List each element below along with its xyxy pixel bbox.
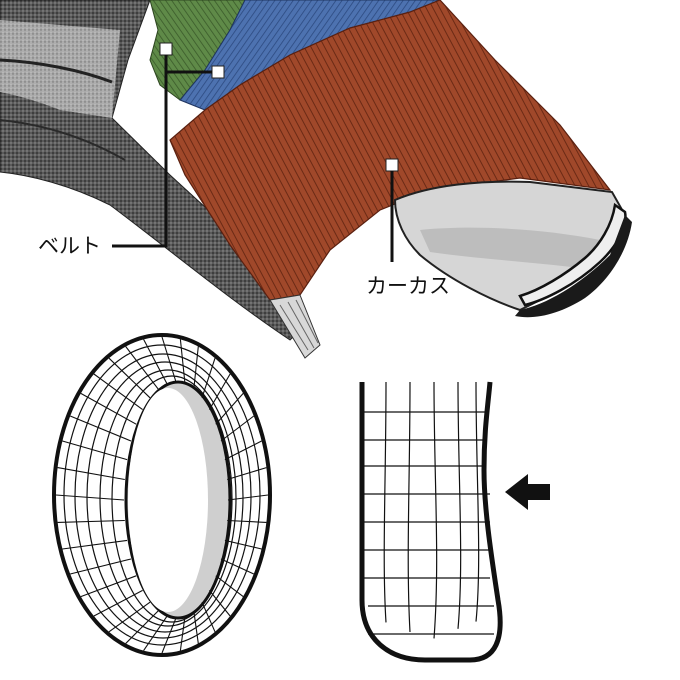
ring-spoke bbox=[125, 610, 159, 644]
ring-spoke bbox=[108, 357, 151, 399]
ply-cut-edge-lines bbox=[279, 299, 319, 351]
belt-label: ベルト bbox=[38, 234, 101, 258]
ring-spoke bbox=[224, 440, 262, 461]
tire-cutaway bbox=[0, 0, 632, 359]
ring-spoke bbox=[93, 589, 143, 617]
carcass-marker bbox=[385, 158, 399, 172]
tire-ring-wireframe bbox=[52, 333, 272, 657]
ring-spoke bbox=[215, 393, 244, 425]
section-grid bbox=[364, 381, 494, 639]
ring-spoke bbox=[208, 590, 231, 617]
ring-spoke bbox=[93, 373, 143, 411]
ring-spoke bbox=[57, 519, 125, 523]
ring-spoke bbox=[108, 601, 151, 633]
ring-spoke bbox=[125, 346, 159, 390]
ring-spoke bbox=[55, 494, 125, 501]
ring-spoke bbox=[179, 616, 186, 651]
ring-spokes bbox=[55, 336, 269, 654]
carcass-label: カーカス bbox=[366, 274, 450, 298]
ring-spoke bbox=[224, 539, 262, 550]
ring-spoke bbox=[57, 467, 125, 481]
ring-spoke bbox=[161, 617, 177, 654]
sidewall-cross-section bbox=[359, 381, 503, 663]
ring-spoke bbox=[143, 339, 168, 385]
section-grid-vertical bbox=[383, 381, 387, 623]
inner-liner-shade bbox=[420, 227, 600, 268]
ring-spoke bbox=[179, 339, 186, 384]
ring-spoke bbox=[80, 392, 137, 425]
ring-spoke bbox=[227, 519, 267, 523]
ring-spoke bbox=[193, 610, 199, 644]
ring-spoke bbox=[220, 415, 255, 442]
ring-spoke bbox=[193, 346, 199, 390]
ring-spoke bbox=[201, 601, 216, 633]
ring-spoke bbox=[215, 575, 244, 598]
ring-spoke bbox=[208, 373, 231, 410]
ply-cut-edge bbox=[269, 294, 321, 359]
ring-spoke bbox=[227, 494, 269, 501]
ring-spoke bbox=[80, 575, 137, 598]
ring-spoke bbox=[220, 558, 255, 575]
belt-marker-1 bbox=[159, 42, 173, 56]
ring-spoke bbox=[62, 440, 128, 461]
belt-leader-line bbox=[112, 55, 212, 248]
ring-spoke bbox=[227, 467, 267, 481]
section-grid-vertical bbox=[433, 381, 438, 639]
ring-spoke bbox=[201, 358, 216, 398]
callout-carcass bbox=[385, 158, 399, 262]
sidewall-groove bbox=[0, 58, 113, 84]
callout-belt bbox=[112, 42, 225, 248]
bead-rim bbox=[515, 215, 632, 318]
section-grid-vertical bbox=[475, 381, 480, 622]
section-outline bbox=[359, 381, 503, 663]
bead-edge bbox=[518, 202, 627, 307]
ring-spoke bbox=[161, 336, 177, 383]
pressure-arrow-icon bbox=[505, 474, 550, 510]
section-grid-vertical bbox=[407, 381, 411, 633]
sidewall-groove-2 bbox=[0, 119, 126, 161]
ring-spoke bbox=[69, 415, 132, 442]
ring-spoke bbox=[143, 615, 168, 651]
ring-spoke bbox=[70, 558, 132, 575]
section-grid-vertical bbox=[457, 381, 462, 629]
ring-inner-hole-white bbox=[128, 388, 208, 612]
belt-marker-2 bbox=[211, 65, 225, 79]
sidewall-face bbox=[0, 20, 120, 118]
ring-spoke bbox=[62, 539, 128, 550]
